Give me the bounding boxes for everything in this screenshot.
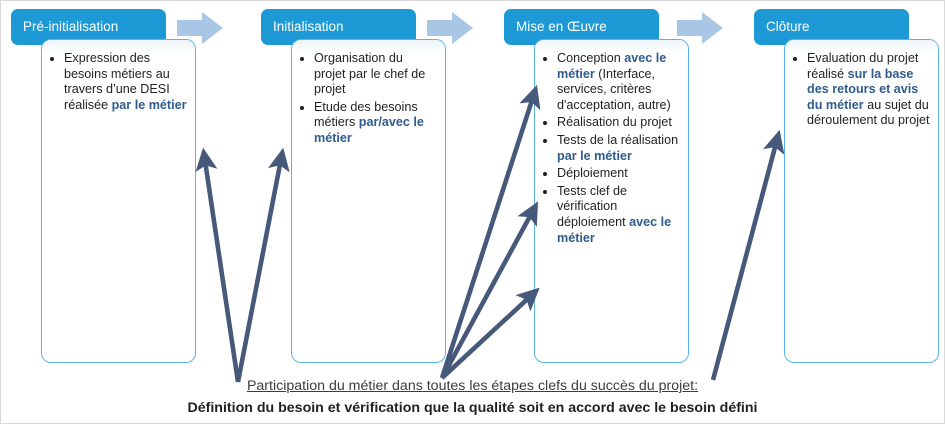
phase-bullet-item: Déploiement: [557, 166, 680, 182]
phase-bullet-item: Tests de la réalisation par le métier: [557, 133, 680, 164]
phase-bullet-item: Conception avec le métier (Interface, se…: [557, 51, 680, 113]
arrow-to-tests-deploiement: [440, 287, 540, 380]
chevron-right-icon-3: [677, 11, 723, 45]
highlighted-text: sur la base des retours et avis du métie…: [807, 66, 919, 112]
phase-body-cloture: Evaluation du projet réalisé sur la base…: [784, 39, 939, 363]
bullet-text: Evaluation du projet réalisé: [807, 51, 919, 81]
phase-body-initialisation: Organisation du projet par le chef de pr…: [291, 39, 446, 363]
arrow-to-tests-realisation: [439, 201, 539, 380]
phase-bullet-item: Organisation du projet par le chef de pr…: [314, 51, 437, 98]
phase-item-list-3: Conception avec le métier (Interface, se…: [535, 40, 688, 258]
phase-bullet-item: Evaluation du projet réalisé sur la base…: [807, 51, 930, 129]
phase-item-list-2: Organisation du projet par le chef de pr…: [292, 40, 445, 159]
highlighted-text: par le métier: [111, 97, 187, 112]
phase-bullet-item: Tests clef de vérification déploiement a…: [557, 184, 680, 246]
bullet-text: Organisation du projet par le chef de pr…: [314, 51, 426, 97]
phase-body-mise-en-oeuvre: Conception avec le métier (Interface, se…: [534, 39, 689, 363]
bullet-text: Conception: [557, 51, 625, 65]
phase-item-list-1: Expression des besoins métiers au traver…: [42, 40, 195, 125]
caption-bold: Définition du besoin et vérification que…: [187, 400, 758, 416]
phase-bullet-item: Expression des besoins métiers au traver…: [64, 51, 187, 113]
bullet-text: Etude des besoins métiers: [314, 99, 418, 130]
highlighted-text: avec le métier: [557, 51, 667, 81]
arrow-to-cloture: [710, 129, 785, 381]
chevron-right-icon-2: [427, 11, 473, 45]
arrow-to-conception: [439, 84, 541, 379]
arrow-to-initialisation: [235, 147, 290, 383]
chevron-right-icon-1: [177, 11, 223, 45]
arrow-to-pre-initialisation: [195, 147, 241, 383]
phase-item-list-4: Evaluation du projet réalisé sur la base…: [785, 40, 938, 141]
bullet-text: Expression des besoins métiers au traver…: [64, 51, 170, 112]
bullet-text: (Interface, services, critères d'accepta…: [557, 66, 671, 112]
highlighted-text: avec le métier: [557, 214, 672, 245]
bullet-text: Déploiement: [557, 166, 628, 181]
bullet-text: Réalisation du projet: [557, 115, 672, 130]
bullet-text: Tests de la réalisation: [557, 132, 679, 147]
caption-underlined: Participation du métier dans toutes les …: [1, 378, 944, 394]
bullet-text: au sujet du déroulement du projet: [807, 97, 930, 128]
highlighted-text: par/avec le métier: [314, 115, 424, 145]
caption-underlined-text: Participation du métier dans toutes les …: [246, 378, 699, 394]
phase-body-pre-initialisation: Expression des besoins métiers au traver…: [41, 39, 196, 363]
phase-bullet-item: Etude des besoins métiers par/avec le mé…: [314, 100, 437, 147]
highlighted-text: par le métier: [557, 148, 632, 163]
phase-bullet-item: Réalisation du projet: [557, 115, 680, 131]
bullet-text: Tests clef de vérification déploiement: [557, 183, 630, 229]
